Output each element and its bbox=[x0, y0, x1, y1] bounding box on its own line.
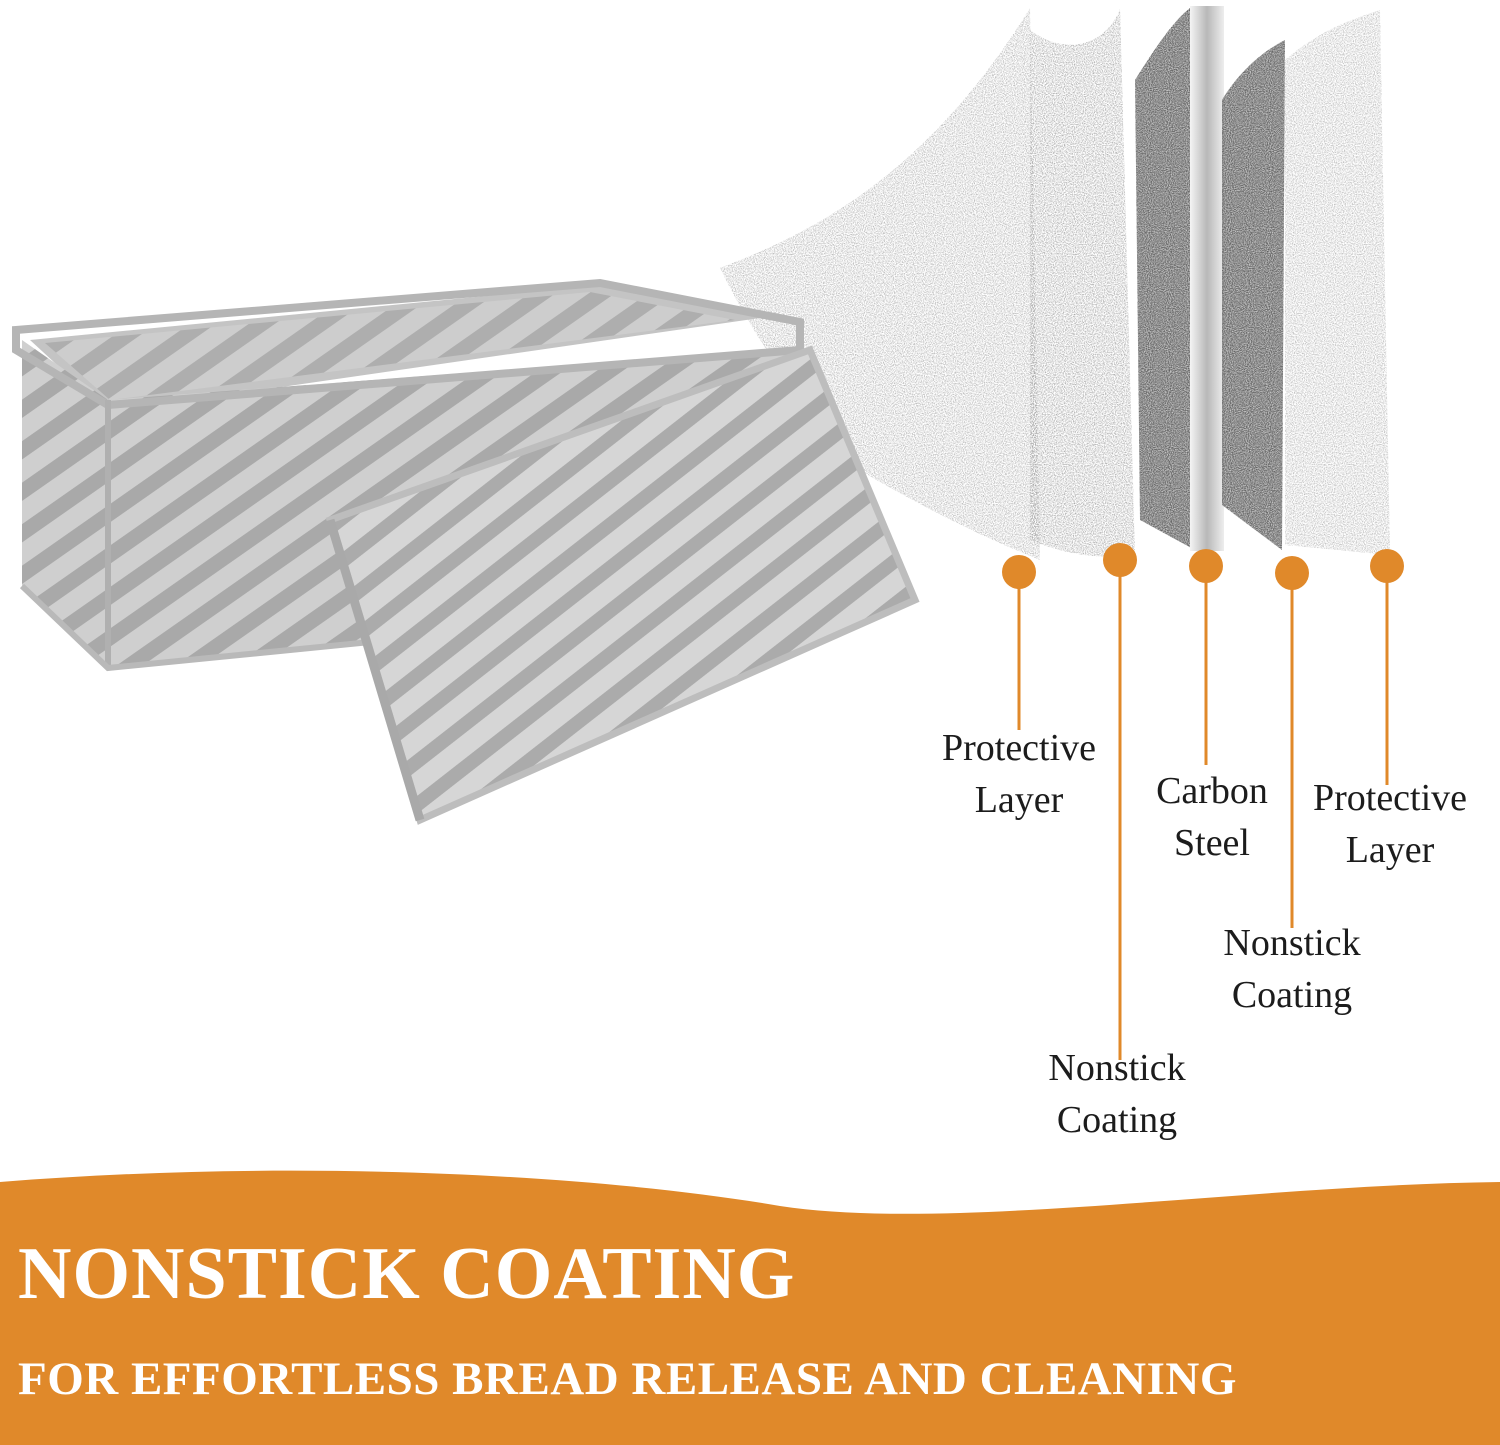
banner-subtitle: FOR EFFORTLESS BREAD RELEASE AND CLEANIN… bbox=[18, 1353, 1237, 1405]
label-nonstick-coating-right: Nonstick Coating bbox=[1223, 922, 1361, 1016]
label-carbon-steel: Carbon Steel bbox=[1156, 770, 1268, 864]
banner-background bbox=[0, 1170, 1500, 1445]
pointer-dot bbox=[1275, 556, 1309, 590]
pointer-dot bbox=[1370, 549, 1404, 583]
label-protective-layer-left: Protective Layer bbox=[941, 727, 1097, 821]
pointer-dot bbox=[1002, 555, 1036, 589]
label-protective-layer-right: Protective Layer bbox=[1312, 777, 1468, 871]
pointer-dot bbox=[1189, 549, 1223, 583]
layer-stack-icon bbox=[720, 6, 1390, 560]
banner-title: NONSTICK COATING bbox=[18, 1233, 796, 1315]
pointer-dot bbox=[1103, 543, 1137, 577]
label-nonstick-coating-left: Nonstick Coating bbox=[1048, 1047, 1186, 1141]
pan-lid-icon bbox=[325, 345, 920, 825]
layer-pointers bbox=[1017, 562, 1389, 1060]
